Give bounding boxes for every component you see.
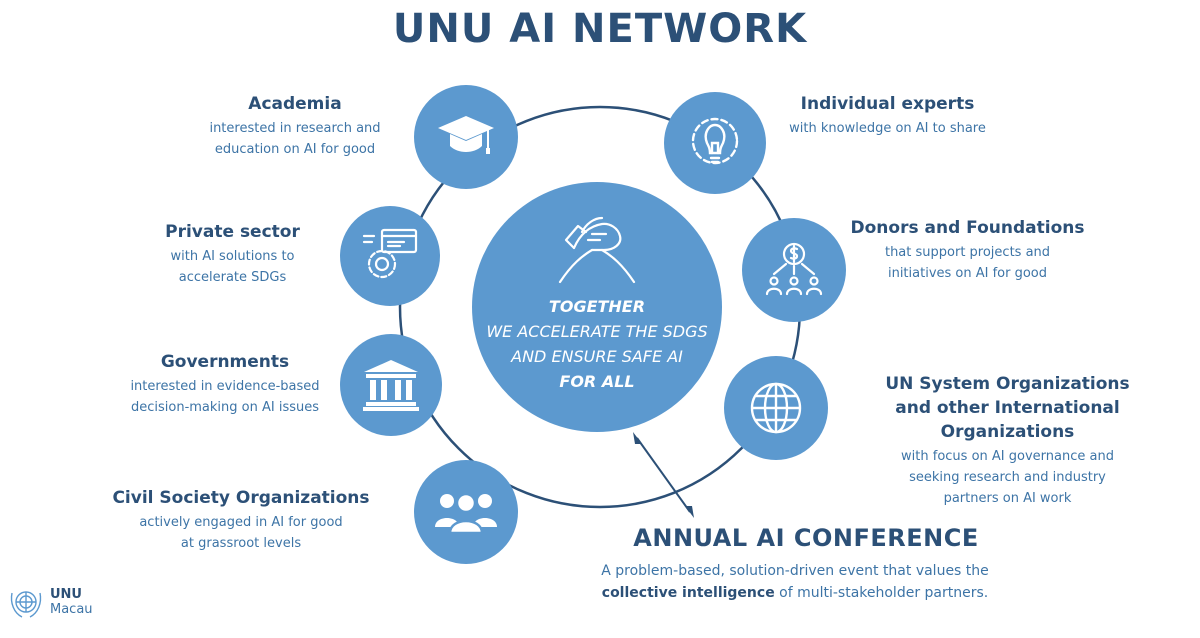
governments-title: Governments <box>160 352 290 372</box>
logo-line2: Macau <box>50 602 93 617</box>
donors-title: Donors and Foundations <box>850 218 1085 238</box>
civil-society-desc-line1: actively engaged in AI for good <box>139 515 343 530</box>
un-system-label: UN System Organizations and other Intern… <box>830 372 1185 509</box>
governments-desc: interested in evidence-based decision-ma… <box>120 376 330 418</box>
private-sector-desc-line1: with AI solutions to <box>170 249 295 264</box>
center-line-2: WE ACCELERATE THE SDGS <box>486 322 708 341</box>
academia-desc-line2: education on AI for good <box>214 142 376 157</box>
center-circle: TOGETHER WE ACCELERATE THE SDGS AND ENSU… <box>472 182 722 432</box>
conference-desc-bold: collective intelligence <box>601 585 775 601</box>
donors-label: Donors and Foundations that support proj… <box>845 216 1090 284</box>
governments-node <box>340 334 442 436</box>
un-emblem-icon <box>10 591 42 618</box>
handshake-icon <box>558 216 636 284</box>
conference-description: A problem-based, solution-driven event t… <box>560 560 1030 604</box>
bank-building-icon <box>363 360 419 411</box>
logo-line1: UNU <box>50 587 82 602</box>
unu-macau-logo: UNU Macau <box>8 585 93 619</box>
civil-society-node <box>414 460 518 564</box>
donors-desc: that support projects and initiatives on… <box>845 242 1090 284</box>
gear-screen-icon <box>362 228 418 279</box>
individual-experts-label: Individual experts with knowledge on AI … <box>775 92 1000 139</box>
civil-society-desc-line2: at grassroot levels <box>180 536 302 551</box>
academia-label: Academia interested in research and educ… <box>190 92 400 160</box>
center-line-3: AND ENSURE SAFE AI <box>511 347 683 366</box>
un-system-title-line1: UN System Organizations <box>885 374 1130 394</box>
governments-desc-line1: interested in evidence-based <box>130 379 320 394</box>
governments-desc-line2: decision-making on AI issues <box>130 400 320 415</box>
private-sector-title: Private sector <box>165 222 300 242</box>
civil-society-title: Civil Society Organizations <box>112 488 370 508</box>
un-system-desc: with focus on AI governance and seeking … <box>830 446 1185 509</box>
private-sector-node <box>340 206 440 306</box>
governments-label: Governments interested in evidence-based… <box>120 350 330 418</box>
academia-desc-line1: interested in research and <box>209 121 381 136</box>
conference-desc-rest: of multi-stakeholder partners. <box>774 585 989 601</box>
individual-experts-desc: with knowledge on AI to share <box>789 121 986 136</box>
un-system-title-line2: and other International Organizations <box>895 398 1120 442</box>
lightbulb-gear-icon <box>691 117 739 165</box>
center-line-1: TOGETHER <box>548 297 646 316</box>
donors-desc-line1: that support projects and <box>884 245 1051 260</box>
center-line-4: FOR ALL <box>559 372 635 391</box>
individual-experts-node <box>664 92 766 194</box>
conference-desc-line2: collective intelligence of multi-stakeho… <box>560 582 1030 604</box>
un-system-desc-line3: partners on AI work <box>943 491 1072 506</box>
conference-desc-line1: A problem-based, solution-driven event t… <box>601 563 989 579</box>
group-icon <box>435 492 497 535</box>
page-title: UNU AI NETWORK <box>392 6 808 52</box>
un-system-desc-line2: seeking research and industry <box>909 470 1106 485</box>
civil-society-desc: actively engaged in AI for good at grass… <box>100 512 382 554</box>
private-sector-label: Private sector with AI solutions to acce… <box>150 220 315 288</box>
academia-title: Academia <box>248 94 342 114</box>
un-system-node <box>724 356 828 460</box>
dollar-people-icon <box>765 242 823 296</box>
individual-experts-title: Individual experts <box>800 94 975 114</box>
graduation-cap-icon <box>438 116 494 154</box>
civil-society-label: Civil Society Organizations actively eng… <box>100 486 382 554</box>
globe-icon <box>750 382 802 434</box>
conference-title: ANNUAL AI CONFERENCE <box>633 524 979 552</box>
private-sector-desc-line2: accelerate SDGs <box>178 270 287 285</box>
academia-desc: interested in research and education on … <box>190 118 400 160</box>
donors-desc-line2: initiatives on AI for good <box>887 266 1048 281</box>
private-sector-desc: with AI solutions to accelerate SDGs <box>150 246 315 288</box>
un-system-desc-line1: with focus on AI governance and <box>901 449 1114 464</box>
donors-node <box>742 218 846 322</box>
academia-node <box>414 85 518 189</box>
